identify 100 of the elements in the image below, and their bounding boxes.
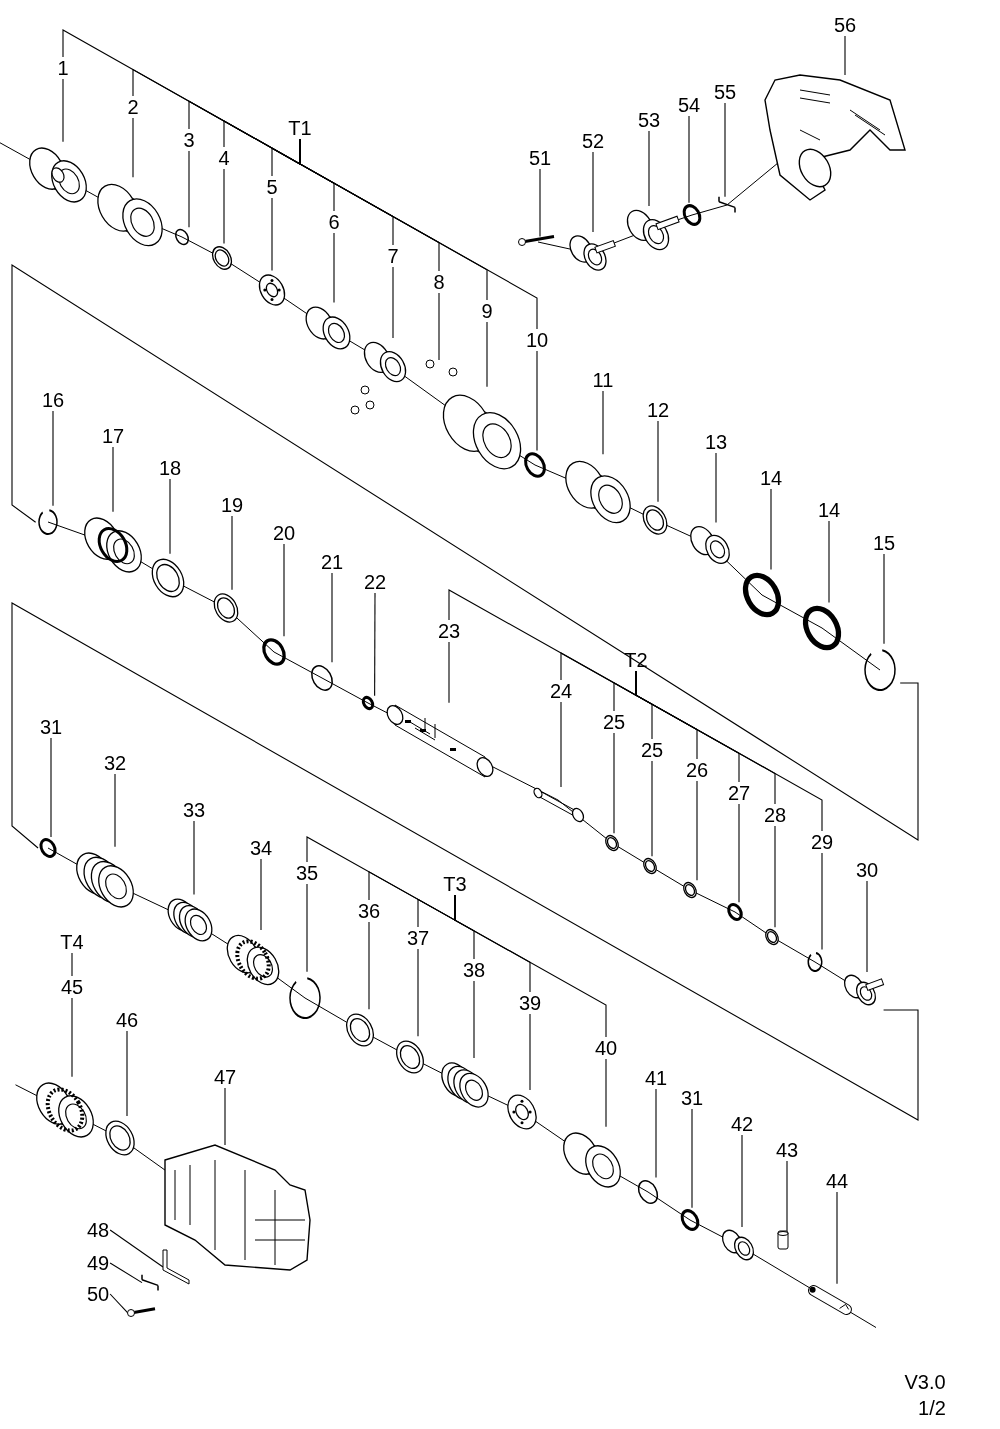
callout-number: 53 [636,109,662,131]
snap-ring-drawing [38,509,58,535]
sleeve-drawing [305,306,351,350]
callout-number: 41 [643,1067,669,1089]
group-bracket-line [454,894,607,1038]
ring [311,665,333,691]
leader-line [648,130,650,207]
leader-line [539,168,541,237]
leader-line [368,921,370,1010]
callout-number: 3 [182,129,196,151]
washer-drawing [211,246,233,270]
leader-line [536,350,538,451]
callout-number: 22 [362,571,388,593]
callout-number: 28 [762,804,788,826]
leader-line [114,773,116,848]
pin [777,1230,789,1250]
clip-drawing [141,1274,159,1292]
leader-line [392,266,394,339]
callout-number: 50 [85,1283,111,1305]
leader-line [417,948,419,1037]
callout-number: 9 [480,300,494,322]
sleeve-drawing [563,1132,621,1188]
sleeve-drawing [565,460,631,524]
callout-number: 25 [639,739,665,761]
callout-number: 11 [591,369,615,391]
leader-line [786,1160,788,1232]
screw-drawing [518,234,555,246]
leader-line [655,1088,657,1178]
cover-drawing [764,74,906,201]
leader-line [283,543,285,637]
washer-drawing [346,1013,374,1047]
o-ring [262,638,286,666]
leader-line [71,997,73,1078]
o-ring [802,605,842,651]
sleeve-drawing [97,183,163,247]
version-note: V3.0 [903,1371,947,1393]
callout-number: 29 [809,831,835,853]
callout-number: 51 [527,147,553,169]
o-ring [524,452,546,478]
leader-line [688,115,690,204]
callout-number: 34 [248,837,274,859]
knob-drawing [843,974,885,1006]
callout-number: 37 [405,927,431,949]
callout-number: 31 [679,1087,705,1109]
callout-number: 30 [854,859,880,881]
snap-ring-drawing [289,977,321,1019]
leader-line [738,803,740,903]
callout-number: 47 [212,1066,238,1088]
leader-line [866,880,868,973]
leader-line [331,572,333,663]
gear-ring-drawing [226,934,280,986]
leader-line [486,321,488,388]
leader-line [613,732,615,834]
callout-number: 14 [816,499,842,521]
callout-number: 16 [40,389,66,411]
leader-line [374,592,376,697]
washer-drawing [105,1120,135,1156]
callout-number: 23 [436,620,462,642]
gear-ring-drawing [36,1082,94,1138]
leader-line [193,820,195,895]
callout-number: 40 [593,1037,619,1059]
callout-number: 43 [774,1139,800,1161]
pin-drawing [533,787,585,823]
snap-ring-drawing [864,649,896,691]
leader-line [605,1058,607,1128]
callout-number: 17 [100,425,126,447]
callout-number: 24 [548,680,574,702]
callout-number: 48 [85,1219,111,1241]
leader-line [592,151,594,233]
ring [637,1180,659,1204]
disc-drawing [258,274,286,306]
leader-line [715,452,717,523]
leader-line [696,780,698,881]
washer-drawing [151,558,185,598]
group-label: T1 [287,117,313,139]
leader-line [271,197,273,272]
callout-number: 20 [271,522,297,544]
sleeve-drawing [442,394,522,470]
callout-number: 15 [871,532,897,554]
callout-number: 4 [217,147,231,169]
callout-number: 33 [181,799,207,821]
housing-drawing [164,1144,311,1271]
callout-number: 19 [219,494,245,516]
callout-number: 10 [524,329,550,351]
callout-number: 8 [432,271,446,293]
callout-number: 36 [356,900,382,922]
leader-line [50,737,52,838]
leader-line [651,760,653,857]
washer-drawing [643,857,657,875]
leader-line [52,410,54,507]
callout-number: 5 [265,176,279,198]
leader-line [260,858,262,931]
washer-drawing [765,928,779,946]
leader-line [62,78,64,143]
callout-number: 26 [684,759,710,781]
leader-line [126,1030,128,1117]
ball-set-drawing [350,359,458,415]
callout-number: 6 [327,211,341,233]
callout-number: 55 [712,81,738,103]
callout-number: 31 [38,716,64,738]
